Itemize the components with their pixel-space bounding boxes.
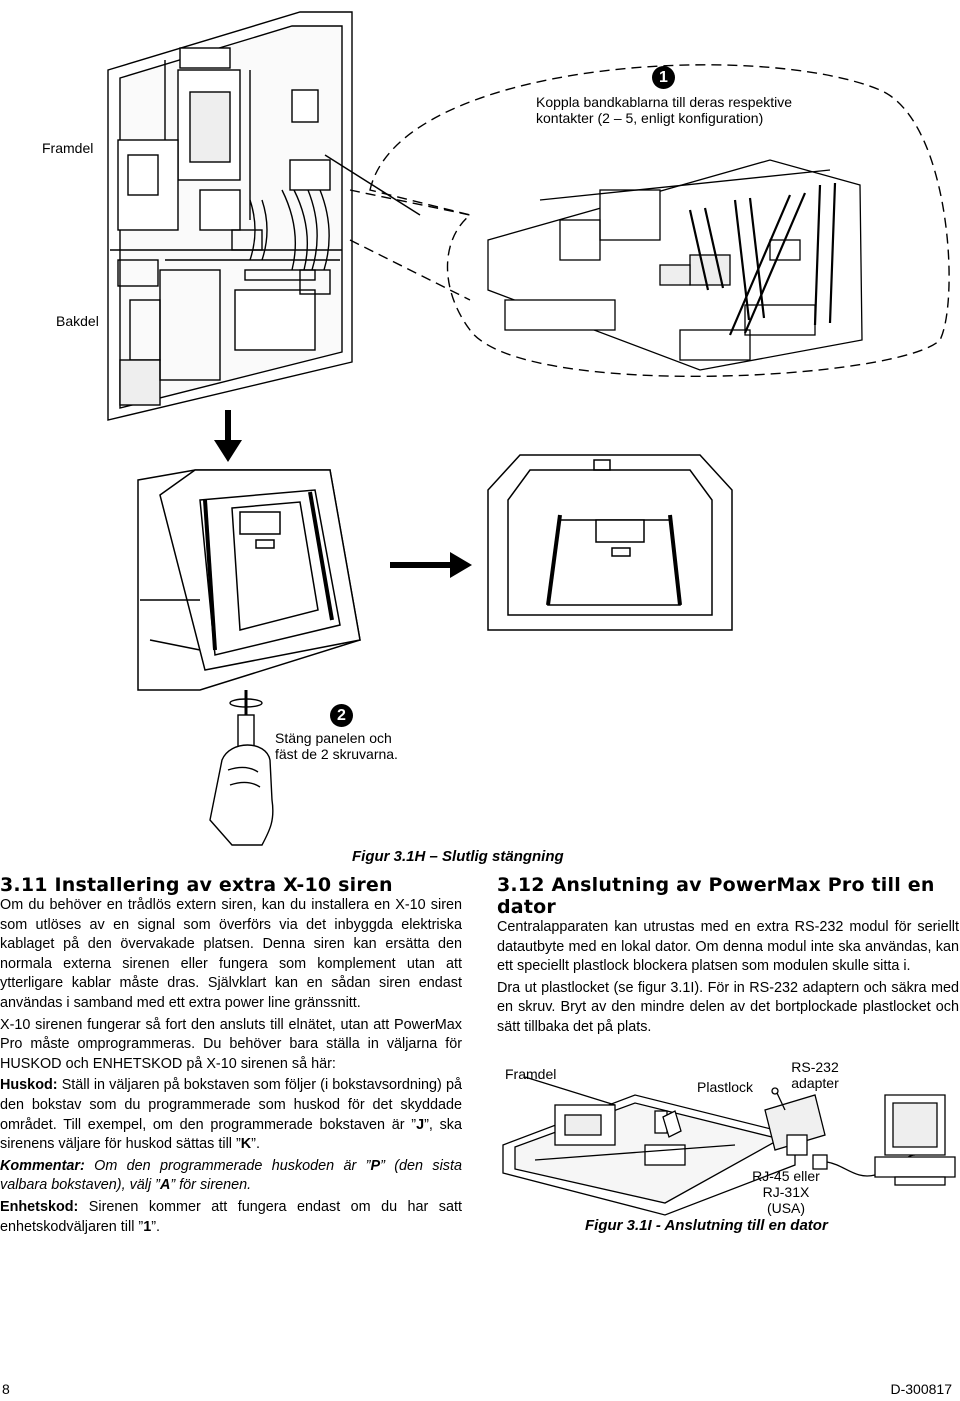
step-2-line-2: fäst de 2 skruvarna. xyxy=(275,746,398,762)
section-3-12: 3.12 Anslutning av PowerMax Pro till en … xyxy=(497,874,959,1040)
section-3-12-heading: 3.12 Anslutning av PowerMax Pro till en … xyxy=(497,874,935,918)
figure-3-1i-illustration xyxy=(502,1076,956,1216)
rs232-line-1: RS-232 xyxy=(791,1059,839,1075)
section-3-11: 3.11 Installering av extra X-10 siren Om… xyxy=(0,874,462,1239)
label-front: Framdel xyxy=(42,140,94,156)
section-3-11-paragraph-huskod: Huskod: Ställ in väljaren på bokstaven s… xyxy=(0,1076,462,1154)
document-code: D-300817 xyxy=(890,1381,953,1397)
fig-label-plastic-cover: Plastlock xyxy=(697,1079,754,1095)
huskod-text-c: ”. xyxy=(251,1136,260,1153)
step-1-line-1: Koppla bandkablarna till deras respektiv… xyxy=(536,94,793,110)
figure-caption-3-1i: Figur 3.1I - Anslutning till en dator xyxy=(585,1217,828,1234)
figure-caption-3-1h: Figur 3.1H – Slutlig stängning xyxy=(352,848,564,865)
rj-line-2: RJ-31X xyxy=(762,1184,810,1200)
section-3-12-paragraph-1: Centralapparaten kan utrustas med en ext… xyxy=(497,919,959,975)
section-3-11-heading: 3.11 Installering av extra X-10 siren xyxy=(0,874,393,896)
figure-3-1h-illustration xyxy=(107,11,950,846)
kommentar-label: Kommentar: xyxy=(0,1157,85,1174)
kommentar-text-b: ” (den sista valbara bokstaven), välj ” xyxy=(0,1157,462,1194)
fig-label-rj-connector: RJ-45 eller RJ-31X (USA) xyxy=(746,1168,826,1216)
enhetskod-digit-1: 1 xyxy=(143,1218,152,1235)
section-3-11-paragraph-kommentar: Kommentar: Om den programmerade huskoden… xyxy=(0,1157,462,1196)
huskod-label: Huskod: xyxy=(0,1077,58,1094)
step-1-text: Koppla bandkablarna till deras respektiv… xyxy=(536,94,836,126)
label-back: Bakdel xyxy=(56,313,99,329)
enhetskod-text-a: Sirenen kommer att fungera endast om du … xyxy=(0,1198,462,1235)
huskod-text-a: Ställ in väljaren på bokstaven som följe… xyxy=(0,1077,462,1133)
huskod-letter-k: K xyxy=(240,1136,252,1153)
enhetskod-text-b: ”. xyxy=(151,1218,160,1235)
fig-label-rs232-adapter: RS-232 adapter xyxy=(787,1059,843,1091)
step-2-text: Stäng panelen och fäst de 2 skruvarna. xyxy=(275,730,435,762)
step-1-badge: 1 xyxy=(652,66,675,89)
kommentar-text-a: Om den programmerade huskoden är ” xyxy=(84,1157,371,1174)
huskod-text-b: ”, ska sirenens väljare för huskod sätta… xyxy=(0,1116,462,1153)
step-1-line-2: kontakter (2 – 5, enligt konfiguration) xyxy=(536,110,764,126)
section-3-11-paragraph-enhetskod: Enhetskod: Sirenen kommer att fungera en… xyxy=(0,1198,462,1237)
kommentar-text-c: ” för sirenen. xyxy=(170,1177,252,1194)
fig-label-front: Framdel xyxy=(505,1066,557,1082)
kommentar-letter-p: P xyxy=(370,1157,381,1174)
rj-line-1: RJ-45 eller xyxy=(752,1168,820,1184)
kommentar-letter-a: A xyxy=(159,1177,171,1194)
section-3-11-paragraph-1: Om du behöver en trådlös extern siren, k… xyxy=(0,897,462,1011)
rj-line-3: (USA) xyxy=(766,1200,806,1216)
section-3-12-paragraph-2: Dra ut plastlocket (se figur 3.1I). För … xyxy=(497,979,959,1035)
page-number: 8 xyxy=(2,1381,10,1397)
step-2-badge: 2 xyxy=(330,704,353,727)
enhetskod-label: Enhetskod: xyxy=(0,1198,79,1215)
rs232-line-2: adapter xyxy=(791,1075,839,1091)
step-2-line-1: Stäng panelen och xyxy=(275,730,392,746)
huskod-letter-j: J xyxy=(416,1116,425,1133)
page-footer: 8 D-300817 xyxy=(0,1381,960,1401)
section-3-11-paragraph-2: X-10 sirenen fungerar så fort den anslut… xyxy=(0,1016,462,1072)
